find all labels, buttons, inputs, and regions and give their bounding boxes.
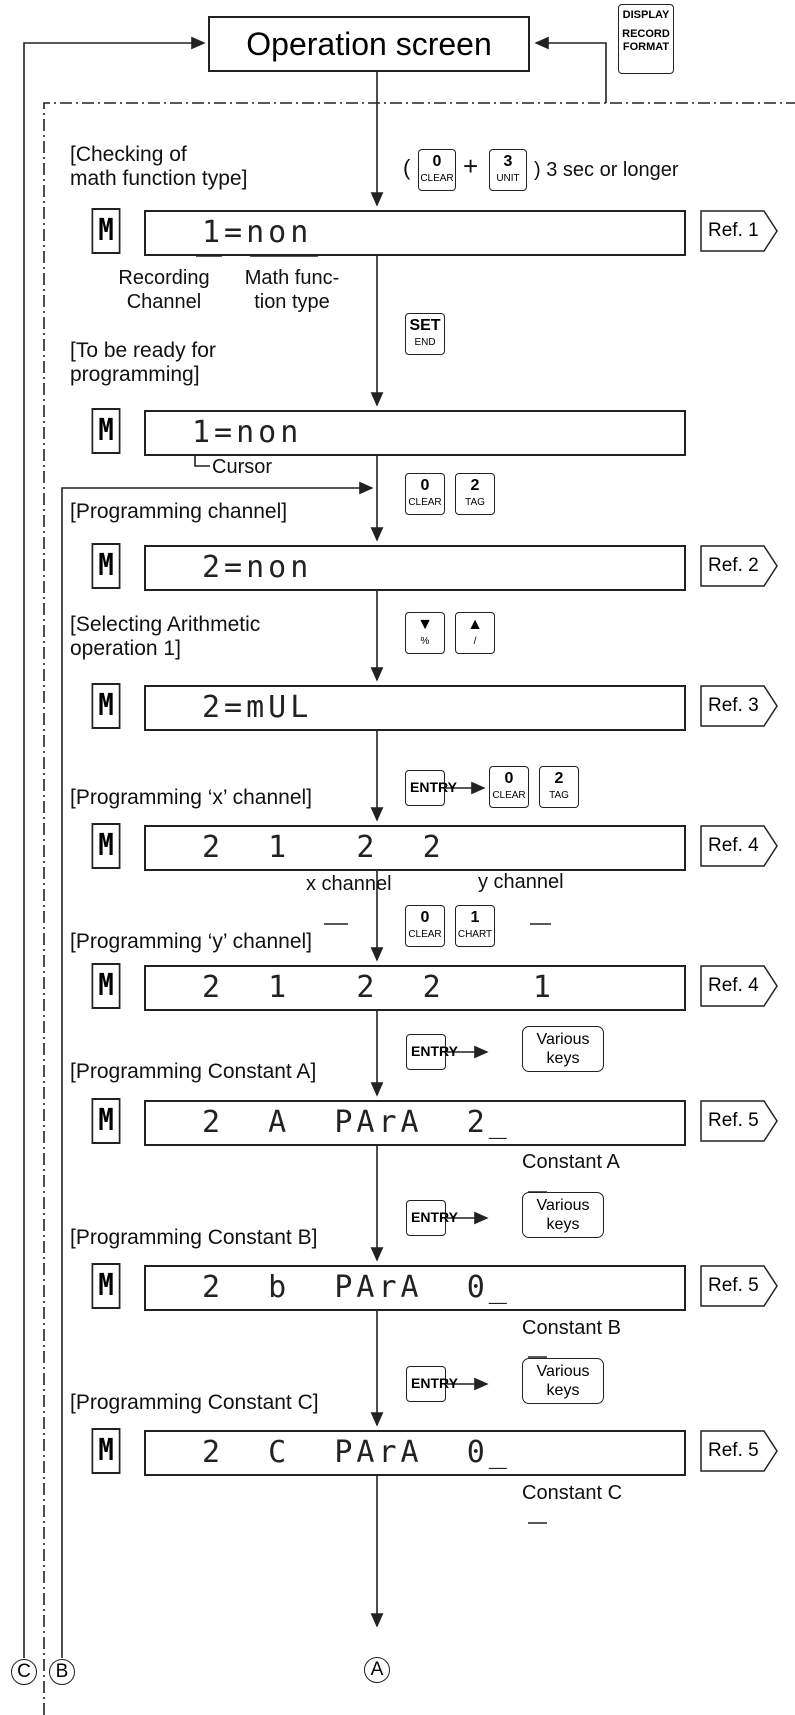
ref-4-tag: Ref. 4 — [700, 825, 778, 867]
key-entry: ENTRY — [406, 1034, 458, 1070]
key-entry: ENTRY — [406, 1200, 458, 1236]
y-channel-label: y channel — [478, 871, 564, 893]
math-function-type-label: Math func-tion type — [244, 267, 340, 313]
step-label-x-channel: [Programming ‘x’ channel] — [70, 786, 312, 809]
connector-a: A — [364, 1657, 390, 1683]
step-label-constant-c: [Programming Constant C] — [70, 1391, 319, 1414]
display-6: 2 1 2 2 1 — [144, 965, 686, 1011]
key-down-percent: ▼% — [405, 612, 445, 654]
display-3: 2=non — [144, 545, 686, 591]
keyseq-close-hold: ) 3 sec or longer — [534, 159, 679, 181]
display-5: 2 1 2 2 — [144, 825, 686, 871]
ref-5-tag: Ref. 5 — [700, 1430, 778, 1472]
step-label-constant-a: [Programming Constant A] — [70, 1060, 317, 1083]
ref-4-tag: Ref. 4 — [700, 965, 778, 1007]
format-key-label: FORMAT — [622, 41, 670, 53]
step-label-y-channel: [Programming ‘y’ channel] — [70, 930, 312, 953]
ref-2-tag: Ref. 2 — [700, 545, 778, 587]
ref-5-tag: Ref. 5 — [700, 1265, 778, 1307]
keyseq-open-paren: ( — [403, 155, 411, 180]
mode-indicator-m: M — [91, 683, 121, 729]
mode-indicator-m: M — [91, 208, 121, 254]
display-7: 2 A PArA 2_ — [144, 1100, 686, 1146]
mode-indicator-m: M — [91, 963, 121, 1009]
x-channel-label: x channel — [306, 873, 392, 895]
display-9: 2 C PArA 0_ — [144, 1430, 686, 1476]
mode-indicator-m: M — [91, 1428, 121, 1474]
display-8: 2 b PArA 0_ — [144, 1265, 686, 1311]
step-label-constant-b: [Programming Constant B] — [70, 1226, 318, 1249]
keyseq-plus: + — [463, 151, 479, 181]
constant-b-label: Constant B — [522, 1317, 621, 1339]
mode-indicator-m: M — [91, 1098, 121, 1144]
operation-screen-box: Operation screen — [208, 16, 530, 72]
constant-c-label: Constant C — [522, 1482, 623, 1504]
ref-1-tag: Ref. 1 — [700, 210, 778, 252]
mode-indicator-m: M — [91, 1263, 121, 1309]
cursor-label: Cursor — [212, 456, 273, 478]
mode-indicator-m: M — [91, 408, 121, 454]
key-up-slash: ▲/ — [455, 612, 495, 654]
display-record-format-keys: DISPLAY RECORD FORMAT — [618, 4, 674, 74]
mode-indicator-m: M — [91, 543, 121, 589]
mode-indicator-m: M — [91, 823, 121, 869]
record-key-label: RECORD — [622, 28, 670, 40]
operation-screen-title: Operation screen — [246, 26, 492, 62]
display-1: 1=non — [144, 210, 686, 256]
display-key-label: DISPLAY — [622, 9, 670, 21]
ref-3-tag: Ref. 3 — [700, 685, 778, 727]
step-label-channel: [Programming channel] — [70, 500, 288, 523]
constant-a-label: Constant A — [522, 1151, 620, 1173]
step-label-check-type: [Checking of math function type] — [70, 143, 248, 190]
ref-5-tag: Ref. 5 — [700, 1100, 778, 1142]
connector-c: C — [11, 1659, 37, 1685]
key-entry: ENTRY — [406, 1366, 458, 1402]
display-2: 1=non — [144, 410, 686, 456]
display-4: 2=mUL — [144, 685, 686, 731]
connector-b: B — [49, 1659, 75, 1685]
key-entry: ENTRY — [405, 770, 457, 806]
